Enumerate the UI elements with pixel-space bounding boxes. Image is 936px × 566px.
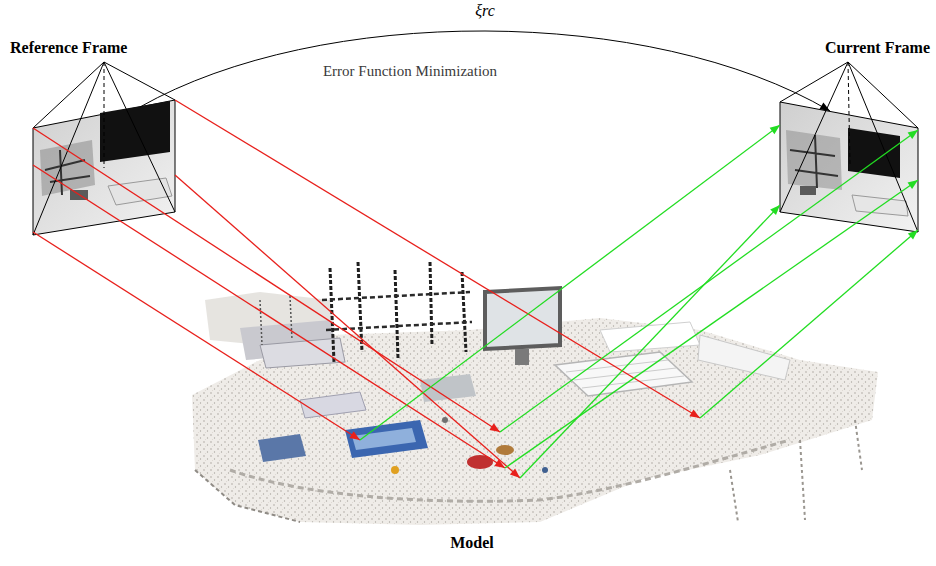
reprojection-arrow	[505, 180, 918, 468]
reprojection-arrow	[520, 205, 780, 478]
arrow-head	[819, 102, 830, 111]
camera-frame: Reference Frame	[10, 38, 182, 236]
reprojection-arrow	[500, 130, 918, 432]
connector-line	[520, 205, 780, 478]
arrow-head	[770, 125, 780, 134]
reprojection-arrow	[360, 125, 780, 440]
frame-heading: Model	[422, 533, 522, 553]
connector-line	[175, 175, 520, 478]
current-camera	[780, 62, 918, 232]
projection-arrow	[175, 175, 520, 478]
projection-arrow	[175, 100, 700, 418]
pose-arc	[140, 31, 830, 111]
connector-line	[33, 165, 505, 468]
arrow-head	[510, 468, 520, 478]
arrow-head	[489, 423, 500, 432]
projection-arrow	[33, 232, 360, 440]
reference-camera	[33, 62, 175, 235]
connector-line	[33, 232, 360, 440]
arrow-head	[908, 230, 918, 240]
point-cloud-model: Model	[185, 255, 885, 555]
frame-heading: Reference Frame	[10, 38, 182, 58]
point-cloud	[192, 262, 878, 525]
arrow-head	[770, 205, 780, 215]
arrow-head	[908, 180, 918, 189]
connector-line	[505, 180, 918, 468]
connector-line	[700, 230, 918, 418]
annotation-text: Error Function Minimization	[280, 62, 540, 80]
arrow-head	[908, 130, 918, 139]
connector-line	[175, 100, 700, 418]
connector-line	[360, 125, 780, 440]
connector-line	[500, 130, 918, 432]
projection-arrow	[33, 128, 500, 432]
arrow-head	[349, 431, 360, 440]
caption-box: Error Function Minimization	[280, 62, 540, 80]
connector-line	[140, 31, 830, 111]
reprojection-arrow	[700, 230, 918, 418]
arrow-head	[689, 409, 700, 418]
edge-label-box: ξrc	[445, 2, 525, 20]
pose-symbol: ξrc	[445, 2, 525, 20]
projection-arrow	[33, 165, 505, 468]
frame-heading: Current Frame	[776, 38, 930, 58]
camera-frame: Current Frame	[776, 38, 930, 238]
connector-line	[33, 128, 500, 432]
